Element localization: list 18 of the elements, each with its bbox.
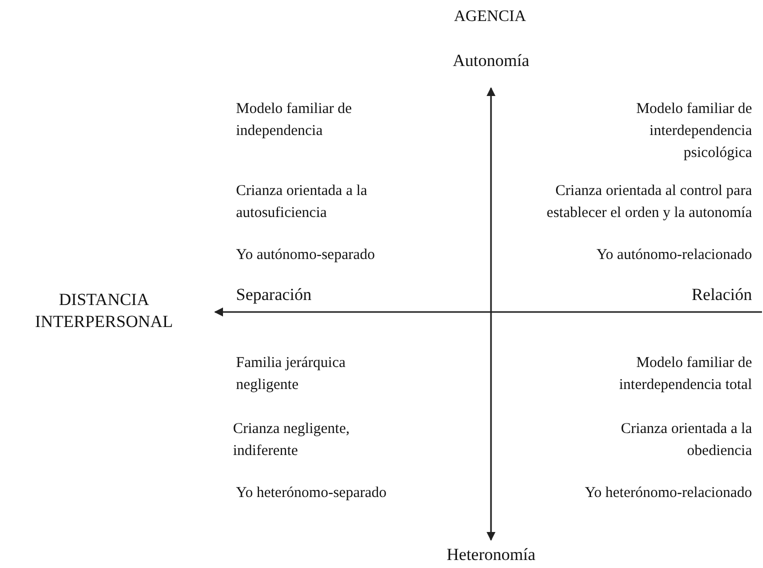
axis-end-label: Autonomía (452, 51, 530, 70)
quadrant-text: Familia jerárquica negligente (236, 355, 346, 393)
quadrant-text: Crianza orientada a la obediencia (620, 421, 752, 459)
quadrant-text: Modelo familiar de independencia (236, 101, 352, 139)
quadrant-text: Yo autónomo-relacionado (596, 247, 752, 263)
axis-end-label: Separación (236, 285, 312, 304)
quadrant-text: Yo autónomo-separado (236, 247, 375, 263)
quadrant-text: Crianza orientada a la autosuficiencia (236, 183, 368, 221)
quadrant-text: Modelo familiar de interdependencia psicológica (636, 101, 752, 161)
quadrant-text: Yo heterónomo-relacionado (584, 485, 752, 501)
axis-end-label: Relación (692, 285, 752, 304)
quadrant-text: Crianza orientada al control para establecer el orden y la autonomía (546, 183, 752, 221)
axis-title: DISTANCIA INTERPERSONAL (35, 290, 173, 331)
quadrant-text: Crianza negligente, indiferente (233, 421, 350, 459)
quadrant-text: Modelo familiar de interdependencia total (619, 355, 752, 393)
axis-title: AGENCIA (454, 8, 526, 25)
quadrant-text: Yo heterónomo-separado (236, 485, 387, 501)
axis-end-label: Heteronomía (446, 545, 536, 564)
